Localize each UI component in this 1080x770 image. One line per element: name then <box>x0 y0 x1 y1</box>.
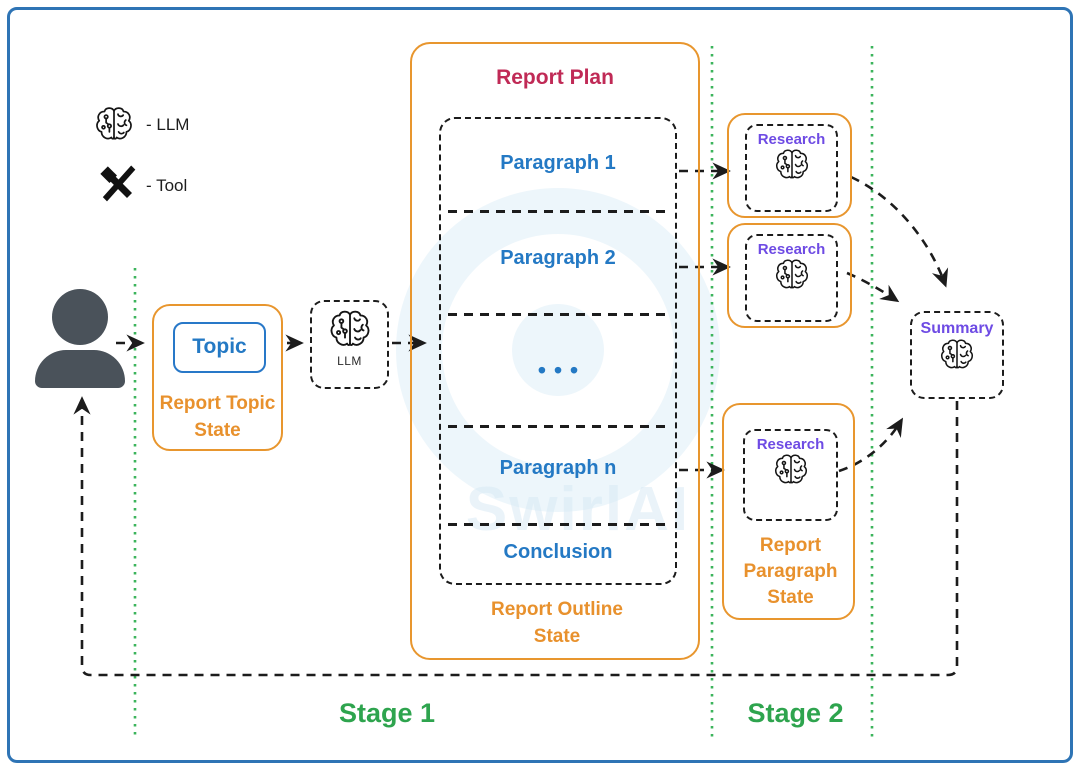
arrow-summary-feedback-to-user <box>73 396 959 677</box>
research-inner-box: Research <box>745 234 838 322</box>
report-topic-state-box: Topic Report Topic State <box>152 304 283 451</box>
stage-2-label: Stage 2 <box>747 698 844 728</box>
report-outline-box: Paragraph 1 Paragraph 2 ••• Paragraph n … <box>439 117 677 585</box>
brain-icon <box>772 453 810 486</box>
user-icon <box>52 289 108 345</box>
summary-node: Summary <box>910 311 1004 399</box>
research-inner-box: Research <box>745 124 838 212</box>
arrow-research3-to-summary <box>838 417 904 473</box>
report-outline-state-label: Report Outline State <box>491 599 623 647</box>
legend-llm-label: - LLM <box>146 115 190 134</box>
research-node-1: Research <box>727 113 852 218</box>
arrow-research1-to-summary <box>850 175 949 288</box>
report-plan-title: Report Plan <box>496 66 614 89</box>
plan-section-paragraph-1: Paragraph 1 <box>500 152 616 174</box>
stage-1-label: Stage 1 <box>338 698 436 728</box>
plan-section-conclusion: Conclusion <box>503 541 613 563</box>
plan-section-paragraph-n: Paragraph n <box>499 457 617 479</box>
research-label: Research <box>757 131 826 148</box>
section-divider <box>448 313 668 316</box>
legend-tool-icon <box>97 163 137 203</box>
report-paragraph-state-box: Research Report Paragraph State <box>722 403 855 620</box>
topic-node: Topic <box>173 322 266 373</box>
report-topic-state-label: Report Topic State <box>159 393 276 441</box>
llm-node: LLM <box>310 300 389 389</box>
watermark-text: SwirlAI <box>465 475 691 544</box>
watermark-disc <box>512 304 604 396</box>
summary-label: Summary <box>920 320 994 337</box>
legend-llm-icon <box>93 101 135 147</box>
section-divider <box>448 425 668 428</box>
section-divider <box>448 523 668 526</box>
research-label: Research <box>757 241 826 258</box>
plan-section-ellipsis: ••• <box>537 357 587 383</box>
brain-icon <box>938 338 976 371</box>
research-inner-box: Research <box>743 429 838 521</box>
report-paragraph-state-label: Report Paragraph State <box>743 535 838 608</box>
brain-icon <box>773 148 811 181</box>
llm-node-label: LLM <box>337 354 362 368</box>
brain-icon <box>327 309 373 349</box>
plan-section-paragraph-2: Paragraph 2 <box>500 247 616 269</box>
research-label: Research <box>756 436 825 453</box>
brain-icon <box>773 258 811 291</box>
legend-tool-label: - Tool <box>146 176 188 195</box>
user-icon-body <box>35 350 125 388</box>
section-divider <box>448 210 668 213</box>
report-plan-box: Report Plan Paragraph 1 Paragraph 2 ••• … <box>410 42 700 660</box>
research-node-2: Research <box>727 223 852 328</box>
